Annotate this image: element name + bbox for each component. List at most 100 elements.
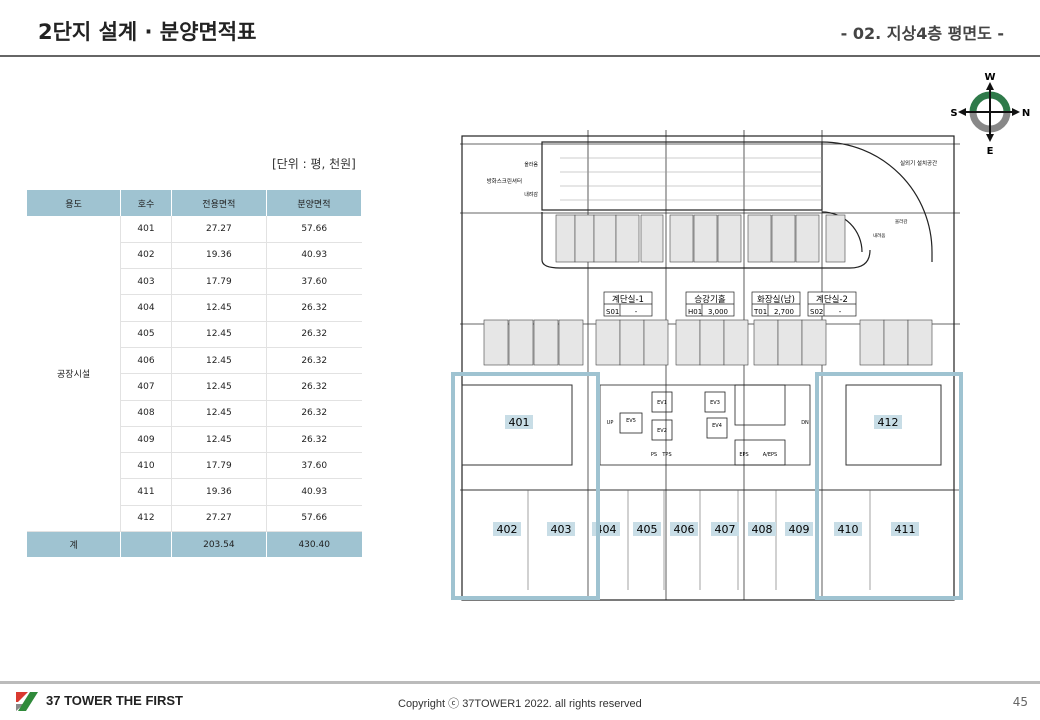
sale-area: 37.60 (265, 452, 362, 480)
unit-no: 404 (120, 294, 172, 322)
room-code: S01 (606, 308, 619, 316)
ev3: EV3 (710, 400, 720, 406)
parking-stall (615, 214, 640, 263)
svg-text:402: 402 (497, 523, 518, 536)
unit-label: 406 (670, 522, 698, 536)
sale-area: 57.66 (265, 505, 362, 533)
compass-s: S (950, 108, 957, 119)
room-name: 승강기홀 (694, 294, 725, 305)
parking-stall (675, 319, 701, 366)
ev1: EV1 (657, 400, 667, 406)
room-name: 계단실-1 (612, 294, 644, 305)
room-tag: 계단실-2 S02 - (807, 291, 857, 317)
label-outdoor: 실외기 설치공간 (900, 159, 937, 167)
parking-stall (753, 319, 779, 366)
parking-stall (795, 214, 820, 263)
parking-stall (825, 214, 846, 263)
room-value: - (635, 308, 638, 316)
page-number: 45 (1012, 695, 1028, 709)
svg-text:405: 405 (637, 523, 658, 536)
unit-no: 408 (120, 400, 172, 427)
exclusive-area: 17.79 (170, 268, 267, 296)
unit-label: 401 (505, 415, 533, 429)
room-name: 계단실-2 (816, 294, 848, 305)
footer-divider (0, 681, 1040, 684)
highlight-east (815, 372, 963, 600)
unit-label: 409 (785, 522, 813, 536)
room-name: 화장실(남) (757, 294, 795, 305)
ev4: EV4 (712, 423, 722, 429)
unit-no: 407 (120, 373, 172, 401)
floor-plan: W S N E 올라옴 방화스크린셔터 내려감 실외기 설치공간 올라감 내려옴… (451, 72, 1030, 601)
svg-text:406: 406 (674, 523, 695, 536)
total-label: 계 (27, 531, 121, 559)
eps: EPS (739, 452, 748, 458)
unit-label: 403 (547, 522, 575, 536)
label-shutter: 방화스크린셔터 (487, 177, 522, 185)
unit-label: 412 (874, 415, 902, 429)
compass-w: W (984, 72, 995, 83)
highlight-west (451, 372, 600, 600)
svg-text:407: 407 (715, 523, 736, 536)
label-down: 내려감 (524, 191, 538, 198)
aeps: A/EPS (763, 452, 777, 458)
sale-area: 26.32 (265, 294, 362, 322)
stair-up: UP (607, 420, 614, 426)
ev5: EV5 (626, 418, 636, 424)
parking-stall (777, 319, 803, 366)
parking-stall (693, 214, 718, 263)
svg-text:404: 404 (596, 523, 617, 536)
svg-text:412: 412 (878, 416, 899, 429)
compass-e: E (987, 146, 994, 157)
label-ramp-up: 올라감 (895, 218, 907, 225)
exclusive-area: 27.27 (170, 216, 267, 243)
compass-n: N (1022, 108, 1030, 119)
col-sale: 분양면적 (266, 190, 363, 216)
copyright: Copyright ⓒ 37TOWER1 2022. all rights re… (398, 698, 642, 710)
brand-name: 37 TOWER THE FIRST (46, 693, 183, 708)
use-cell: 공장시설 (27, 216, 121, 533)
svg-text:401: 401 (509, 416, 530, 429)
total-exclusive: 203.54 (170, 531, 267, 559)
exclusive-area: 17.79 (170, 452, 267, 480)
parking-stall (593, 214, 617, 263)
parking-stall (771, 214, 796, 263)
page-title: 2단지 설계 · 분양면적표 (38, 20, 257, 44)
parking-stall (907, 319, 933, 366)
col-no: 호수 (120, 190, 172, 216)
parking-stall (699, 319, 725, 366)
exclusive-area: 12.45 (170, 347, 267, 375)
parking-stall (619, 319, 645, 366)
svg-text:403: 403 (551, 523, 572, 536)
ev2: EV2 (657, 428, 667, 434)
brand-logo-icon (16, 692, 38, 711)
parking-stall (640, 214, 664, 263)
unit-no: 409 (120, 426, 172, 454)
unit-no: 403 (120, 268, 172, 296)
room-code: T01 (753, 308, 767, 316)
exclusive-area: 12.45 (170, 426, 267, 454)
parking-stall (558, 319, 584, 366)
unit-no: 402 (120, 242, 172, 270)
unit-label: 410 (834, 522, 862, 536)
sale-area: 40.93 (265, 242, 362, 270)
header-divider (0, 55, 1040, 57)
parking-stall (859, 319, 885, 366)
parking-stall (669, 214, 694, 263)
exclusive-area: 12.45 (170, 400, 267, 427)
label-up: 올라옴 (524, 161, 538, 168)
exclusive-area: 27.27 (170, 505, 267, 533)
parking-stall (508, 319, 534, 366)
sale-area: 37.60 (265, 268, 362, 296)
room-tag: 계단실-1 S01 - (603, 291, 653, 317)
